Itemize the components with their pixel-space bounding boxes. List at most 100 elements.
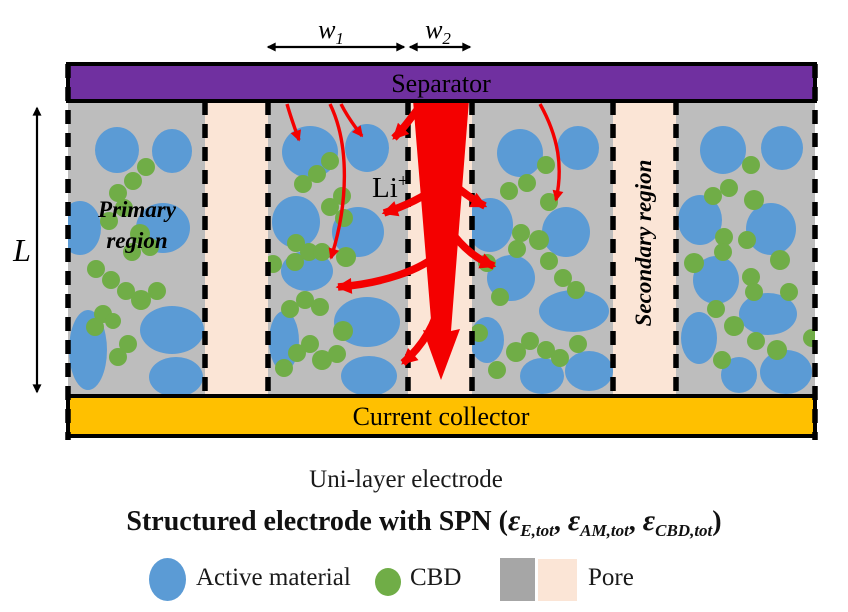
cbd-particle bbox=[109, 184, 127, 202]
li-flow-arrow-thin bbox=[328, 103, 347, 260]
active-material-blob bbox=[68, 201, 101, 255]
cbd-particle bbox=[803, 329, 815, 347]
li-flow-arrow-thin bbox=[339, 103, 364, 138]
cbd-particle bbox=[747, 332, 765, 350]
cbd-particle bbox=[472, 324, 488, 342]
cbd-particle bbox=[508, 240, 526, 258]
cbd-particle bbox=[148, 282, 166, 300]
cbd-particle bbox=[518, 174, 536, 192]
active-material-blob bbox=[497, 129, 543, 177]
active-material-blob bbox=[149, 357, 203, 397]
active-material-blob bbox=[345, 124, 389, 172]
legend-pore-matrix-swatch bbox=[500, 558, 535, 601]
cbd-particle bbox=[328, 345, 346, 363]
active-material-blob bbox=[341, 356, 397, 396]
legend-pore-label: Pore bbox=[588, 564, 634, 591]
active-material-blob bbox=[760, 350, 812, 394]
active-material-blob bbox=[520, 358, 564, 394]
structured-caption-prefix: Structured electrode with SPN ( bbox=[126, 506, 508, 537]
cbd-particle bbox=[744, 190, 764, 210]
epsilon-e-subscript: E,tot bbox=[520, 521, 554, 540]
li-flow-arrow-thick bbox=[391, 107, 420, 141]
cbd-particle bbox=[124, 172, 142, 190]
legend-cbd-swatch bbox=[375, 568, 401, 596]
cbd-particle bbox=[715, 228, 733, 246]
structured-caption-suffix: ) bbox=[712, 506, 722, 537]
li-flow-arrow-thin bbox=[538, 103, 564, 202]
w1-label: w1 bbox=[318, 15, 344, 48]
length-label: L bbox=[12, 232, 31, 268]
legend-active-label: Active material bbox=[196, 564, 351, 591]
current-collector-label: Current collector bbox=[353, 402, 530, 431]
cbd-particle bbox=[288, 344, 306, 362]
li-flow-arrow-thick bbox=[381, 183, 441, 217]
cbd-particle bbox=[311, 298, 329, 316]
cbd-particle bbox=[312, 350, 332, 370]
active-material-blob bbox=[539, 290, 609, 332]
cbd-particle bbox=[537, 156, 555, 174]
active-material-blob bbox=[472, 198, 513, 252]
active-material-blob bbox=[542, 207, 590, 257]
cbd-particle bbox=[130, 224, 150, 244]
cbd-particle bbox=[335, 209, 353, 227]
cbd-particle bbox=[300, 243, 318, 261]
column-particles bbox=[268, 124, 400, 396]
cbd-particle bbox=[308, 165, 326, 183]
active-material-blob bbox=[557, 126, 599, 170]
li-flow-arrow-thick bbox=[400, 297, 445, 366]
active-material-blob bbox=[95, 127, 139, 173]
active-material-blob bbox=[152, 129, 192, 173]
pore-region bbox=[205, 100, 268, 397]
cbd-particle bbox=[117, 282, 135, 300]
cbd-particle bbox=[281, 300, 299, 318]
cbd-particle bbox=[336, 247, 356, 267]
epsilon-am-subscript: AM,tot bbox=[580, 521, 629, 540]
pore-region bbox=[613, 100, 676, 397]
uni-layer-caption: Uni-layer electrode bbox=[309, 466, 503, 493]
cbd-particle bbox=[742, 156, 760, 174]
separator-label: Separator bbox=[391, 69, 491, 98]
li-flux-funnel bbox=[413, 100, 469, 380]
cbd-particle bbox=[86, 318, 104, 336]
w2-label: w2 bbox=[425, 15, 451, 48]
active-material-blob bbox=[739, 293, 797, 335]
legend-pore-channel-swatch bbox=[538, 559, 577, 601]
epsilon-cbd-subscript: CBD,tot bbox=[655, 521, 713, 540]
cbd-particle bbox=[770, 250, 790, 270]
active-material-blob bbox=[700, 126, 746, 174]
caption-comma-1: , bbox=[553, 506, 568, 537]
cbd-particle bbox=[714, 243, 732, 261]
cbd-particle bbox=[569, 335, 587, 353]
active-material-blob bbox=[746, 203, 796, 255]
legend-cbd-label: CBD bbox=[410, 564, 462, 591]
cbd-particle bbox=[724, 316, 744, 336]
active-material-blob bbox=[721, 357, 757, 393]
secondary-region-label: Secondary region bbox=[631, 160, 656, 327]
cbd-particle bbox=[491, 288, 509, 306]
li-flow-arrow-thick bbox=[335, 245, 447, 294]
cbd-particle bbox=[720, 179, 738, 197]
cbd-particle bbox=[294, 175, 312, 193]
cbd-particle bbox=[540, 252, 558, 270]
epsilon-cbd-symbol: ε bbox=[642, 504, 656, 537]
cbd-particle bbox=[123, 243, 141, 261]
cbd-particle bbox=[87, 260, 105, 278]
cbd-particle bbox=[780, 283, 798, 301]
cbd-particle bbox=[268, 255, 282, 273]
li-flow-arrow-thick bbox=[444, 225, 497, 270]
active-material-blob bbox=[140, 306, 204, 354]
cbd-particle bbox=[137, 158, 155, 176]
caption-comma-2: , bbox=[628, 506, 643, 537]
cbd-particle bbox=[554, 269, 572, 287]
cbd-particle bbox=[537, 341, 555, 359]
cbd-particle bbox=[529, 230, 549, 250]
active-material-blob bbox=[272, 196, 320, 248]
cbd-particle bbox=[567, 281, 585, 299]
cbd-particle bbox=[704, 187, 722, 205]
cbd-particle bbox=[333, 321, 353, 341]
cbd-particle bbox=[713, 351, 731, 369]
cbd-particle bbox=[301, 335, 319, 353]
cbd-particle bbox=[119, 335, 137, 353]
cbd-particle bbox=[512, 224, 530, 242]
